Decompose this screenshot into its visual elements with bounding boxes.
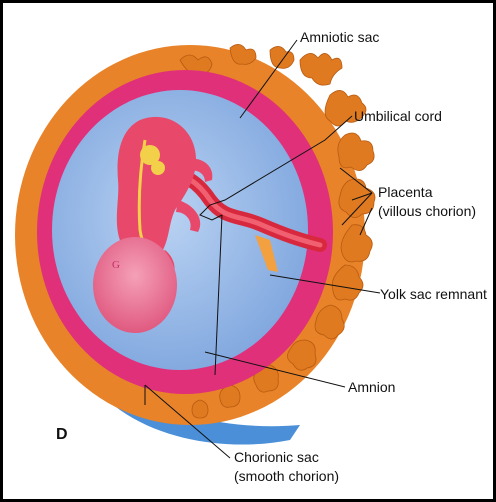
head-marking: G <box>112 259 120 271</box>
label-placenta-subtitle: (villous chorion) <box>378 202 476 220</box>
embryo-head <box>93 237 177 333</box>
label-amnion: Amnion <box>348 378 395 396</box>
label-placenta: Placenta <box>378 183 432 201</box>
label-yolk-sac-remnant: Yolk sac remnant <box>380 285 487 303</box>
panel-letter: D <box>56 426 68 444</box>
label-amniotic-sac: Amniotic sac <box>300 28 379 46</box>
label-umbilical-cord: Umbilical cord <box>354 107 442 125</box>
label-chorionic-sac-subtitle: (smooth chorion) <box>234 467 339 485</box>
label-chorionic-sac: Chorionic sac <box>234 448 319 466</box>
